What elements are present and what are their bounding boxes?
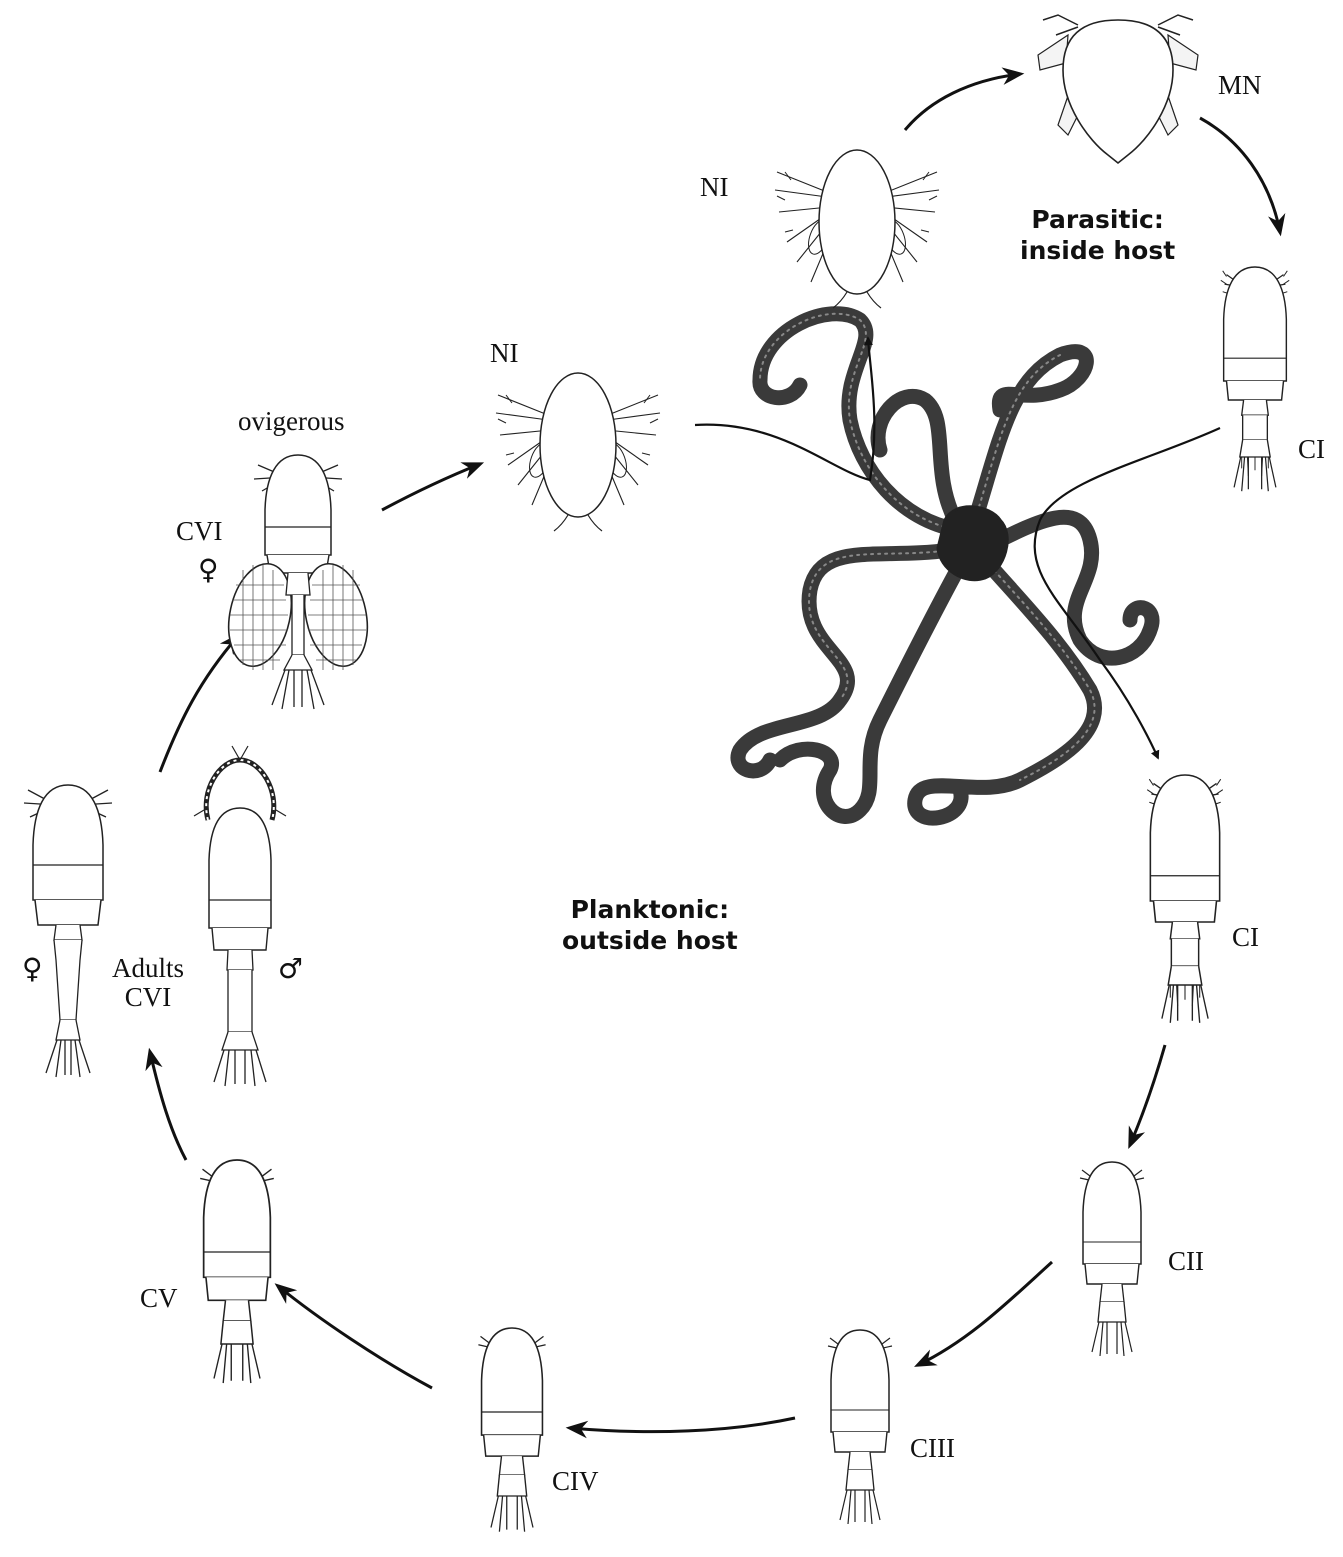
adults-label-line2: CVI <box>112 984 184 1011</box>
nauplius-ni-mid-drawing <box>496 373 660 531</box>
copepodite-ciii-drawing <box>828 1330 892 1524</box>
arrow-cii-to-ciii <box>918 1262 1052 1365</box>
arrow-ci-to-cii <box>1130 1045 1165 1145</box>
nauplius-ni-top-drawing <box>775 150 939 308</box>
copepodite-ci-lower-drawing <box>1147 775 1223 1023</box>
stage-label-civ: CIV <box>552 1468 599 1495</box>
stage-label-cv: CV <box>140 1285 178 1312</box>
stage-label-mn: MN <box>1218 72 1262 99</box>
arrow-ni-to-mn <box>905 74 1020 130</box>
stage-label-ci-upper: CI <box>1298 436 1325 463</box>
parasitic-zone-subtitle: inside host <box>1020 235 1175 266</box>
arrow-adults-to-ovigerous <box>160 636 238 772</box>
stage-label-ci-lower: CI <box>1232 924 1259 951</box>
ovigerous-female-symbol: ♀ <box>198 556 219 584</box>
planktonic-zone-subtitle: outside host <box>562 925 738 956</box>
planktonic-zone-label: Planktonic: outside host <box>562 894 738 957</box>
stage-label-ni-mid: NI <box>490 340 519 367</box>
copepodite-cii-drawing <box>1080 1162 1144 1356</box>
parasitic-zone-label: Parasitic: inside host <box>1020 204 1175 267</box>
arrow-civ-to-cv <box>278 1286 432 1388</box>
stage-label-ovigerous: ovigerous <box>238 408 344 435</box>
arrow-mn-to-ci <box>1200 118 1280 232</box>
adult-male-drawing <box>194 746 286 1086</box>
arrow-ciii-to-civ <box>570 1418 795 1432</box>
parasitic-zone-title: Parasitic: <box>1020 204 1175 235</box>
stage-label-adults: Adults CVI <box>112 955 184 1011</box>
stage-label-cii: CII <box>1168 1248 1204 1275</box>
stage-label-ciii: CIII <box>910 1435 955 1462</box>
stage-label-cvi: CVI <box>176 518 223 545</box>
female-symbol: ♀ <box>22 955 43 983</box>
adults-label-line1: Adults <box>112 955 184 982</box>
metanauplius-mn-drawing <box>1038 15 1198 163</box>
copepodite-ci-upper-drawing <box>1221 267 1289 491</box>
brittle-star-host-illustration <box>738 314 1152 818</box>
ovigerous-female-drawing <box>220 455 376 709</box>
arrow-cv-to-adults <box>150 1052 186 1160</box>
arrow-ovigerous-to-ni <box>382 464 480 510</box>
planktonic-zone-title: Planktonic: <box>562 894 738 925</box>
copepodite-civ-drawing <box>478 1328 545 1532</box>
host-central-disc <box>938 507 1007 580</box>
stage-label-ni-top: NI <box>700 174 729 201</box>
copepodite-cv-drawing <box>200 1160 274 1383</box>
male-symbol: ♂ <box>278 955 303 983</box>
adult-female-drawing <box>24 785 112 1077</box>
